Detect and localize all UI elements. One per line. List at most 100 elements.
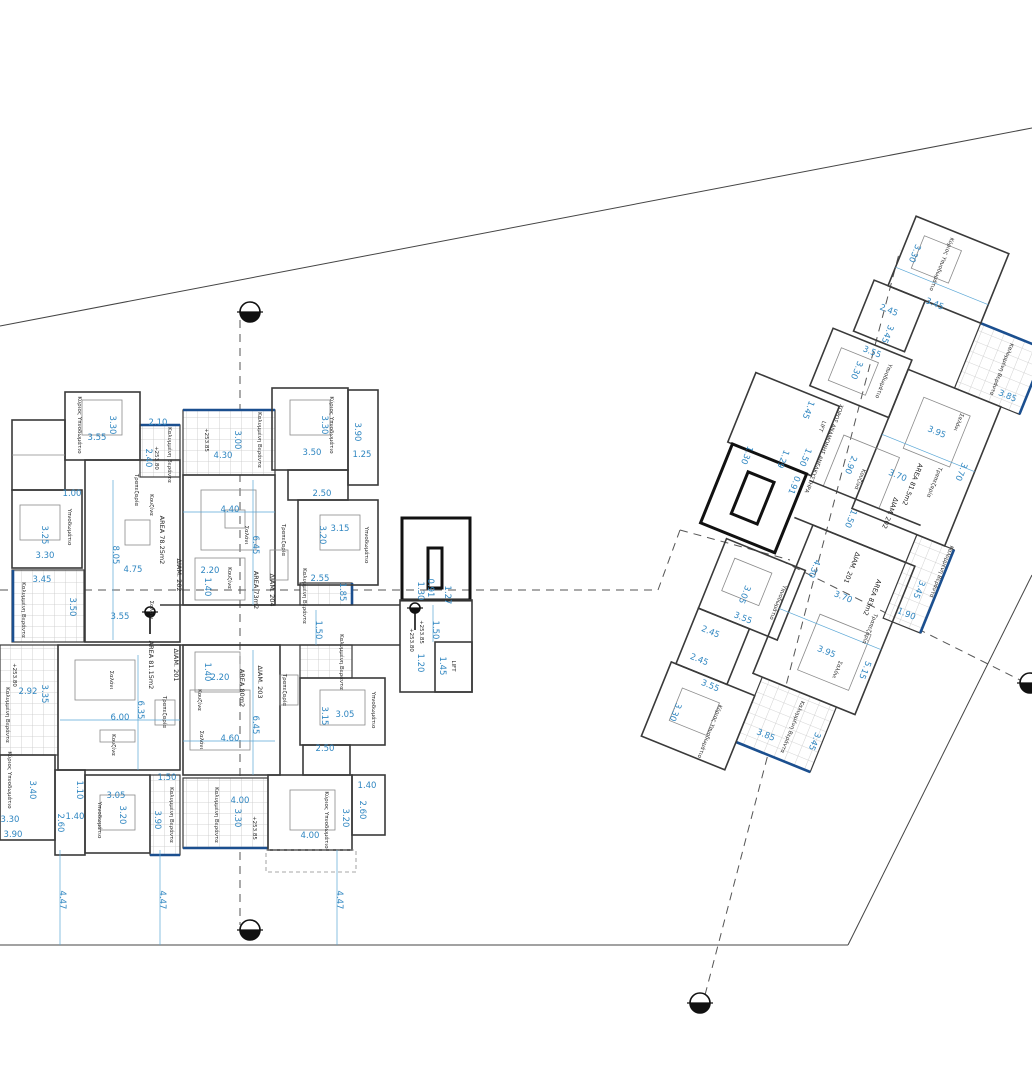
level-label: +253.80 xyxy=(11,663,17,687)
room-label-master-bedroom: Κύριος Υπνοδωμάτιο xyxy=(76,396,83,454)
apartment-name: ΔΙΑΜ. 202 xyxy=(880,496,900,530)
room-label-covered-veranda: Καλυμμένη Βεράντα xyxy=(213,787,220,843)
dimension-label: 3.00 xyxy=(232,431,242,450)
room-label-living: Σαλόνι xyxy=(198,731,205,750)
room-label-covered-veranda: Καλυμμένη Βεράντα xyxy=(4,687,11,743)
level-label: +253.85 xyxy=(203,428,209,452)
dimension-label: 2.20 xyxy=(201,566,220,576)
dimension-label: 4.40 xyxy=(221,505,240,515)
dimension-label: 4.75 xyxy=(124,565,143,575)
dimension-label: 1.20 xyxy=(415,654,425,673)
dimension-label: 1.00 xyxy=(63,489,82,499)
dimension-label: 3.30 xyxy=(667,701,683,722)
apartment-area: AREA 78.25m2 xyxy=(158,516,166,565)
room-label-living: Σαλόνι xyxy=(108,671,115,690)
right-building: 3.303.452.453.453.853.553.303.953.702.90… xyxy=(640,215,1032,774)
apartment-name: ΔΙΑΜ. 204 xyxy=(268,574,276,607)
room-label-covered-veranda: Καλυμμένη Βεράντα xyxy=(301,568,308,624)
level-marker-icon xyxy=(142,606,158,634)
apartment-area: AREA 81.15m2 xyxy=(147,641,155,690)
room-label-master-bedroom: Κύριος Υπνοδωμάτιο xyxy=(927,236,955,292)
room-label-living: Σαλόνι xyxy=(243,526,250,545)
level-marker-icon xyxy=(407,602,423,630)
dimension-label: 3.70 xyxy=(832,589,853,605)
room-label-bedroom: Υπνοδωμάτιο xyxy=(370,691,377,729)
veranda xyxy=(149,774,181,856)
room-label-master-bedroom: Κύριος Υπνοδωμάτιο xyxy=(328,396,335,454)
level-label: +253.85 xyxy=(251,816,257,840)
dimension-label: 1.40 xyxy=(202,663,212,682)
dimension-label: 4.00 xyxy=(231,796,250,806)
dimension-label: 1.10 xyxy=(74,781,84,800)
dimension-label: 1.40 xyxy=(202,578,212,597)
room-label-kitchen: Κουζίνα xyxy=(226,567,233,589)
room-label-covered-veranda: Καλυμμένη Βεράντα xyxy=(168,787,175,843)
lift-label: LIFT xyxy=(450,660,456,672)
level-label: +253.80 xyxy=(408,628,414,652)
dimension-label: 2.10 xyxy=(149,418,168,428)
dimension-label: 2.55 xyxy=(311,574,330,584)
dimension-label: 3.95 xyxy=(816,644,837,660)
apartment-area: AREA 73m2 xyxy=(252,571,260,609)
room-label-master-bedroom: Κύριος Υπνοδωμάτιο xyxy=(323,791,330,849)
dimension-label: 1.85 xyxy=(337,583,347,602)
axis-marker-icon xyxy=(237,301,263,323)
room-label-kitchen: Κουζίνα xyxy=(110,734,117,756)
dimension-label: 2.45 xyxy=(700,624,721,640)
dimension-label: 2.45 xyxy=(878,303,899,319)
room-label-covered-veranda: Καλυμμένη Βεράντα xyxy=(256,412,263,468)
dimension-label: 4.60 xyxy=(221,734,240,744)
dimension-label: 2.60 xyxy=(55,814,65,833)
dimension-label: 1.45 xyxy=(800,399,816,420)
dimension-label: 2.45 xyxy=(688,652,709,668)
apartment-area: AREA 81.5m2 xyxy=(900,462,924,506)
dimension-label: 3.05 xyxy=(336,710,355,720)
dimension-label: 3.45 xyxy=(879,323,895,344)
dimension-label: 3.30 xyxy=(107,416,117,435)
room-label-bedroom: Υπνοδωμάτιο xyxy=(363,526,370,564)
room-label-master-bedroom: Κύριος Υπνοδωμάτιο xyxy=(695,703,723,759)
dimension-label: 3.30 xyxy=(906,242,922,263)
room-label-living: Σαλόνι xyxy=(952,412,966,432)
room-label-living: Σαλόνι xyxy=(148,601,155,620)
dimension-label: 3.30 xyxy=(1,815,20,825)
dimension-label: 3.50 xyxy=(303,448,322,458)
lift-label: LIFT xyxy=(817,420,827,433)
dimension-label: 3.15 xyxy=(331,524,350,534)
dimension-label: 6.45 xyxy=(250,716,260,735)
veranda xyxy=(182,777,269,849)
dimension-label: 4.30 xyxy=(806,558,822,579)
dimension-label: 4.47 xyxy=(334,891,344,910)
dimension-label: 1.27 xyxy=(442,586,452,605)
room-label-covered-veranda: Καλυμμένη Βεράντα xyxy=(166,427,173,483)
room-label-kitchen: Κουζίνα xyxy=(148,494,155,516)
axis-marker-icon xyxy=(237,919,263,941)
room-label-bedroom: Υπνοδωμάτιο xyxy=(96,801,103,839)
dimension-label: 4.47 xyxy=(57,891,67,910)
room-label-dining: Τραπεζαρία xyxy=(161,695,168,729)
dimension-label: 0.91 xyxy=(425,579,435,598)
dimension-label: 3.25 xyxy=(39,526,49,545)
dimension-label: 2.50 xyxy=(316,744,335,754)
dimension-label: 3.20 xyxy=(117,806,127,825)
site-boundary xyxy=(0,127,1032,946)
room-label-kitchen: Κουζίνα xyxy=(196,689,203,711)
dimension-label: 1.50 xyxy=(842,508,858,529)
room-label-living: Σαλόνι xyxy=(830,660,844,680)
dimension-label: 3.55 xyxy=(111,612,130,622)
dimension-label: 1.50 xyxy=(313,621,323,640)
dimension-label: 1.40 xyxy=(358,781,377,791)
room-label-dining: Τραπεζαρία xyxy=(925,465,944,499)
dimension-label: 2.50 xyxy=(313,489,332,499)
apartment-name: ΔΙΑΜ. 201 xyxy=(842,551,862,585)
dimension-label: 3.50 xyxy=(67,598,77,617)
axis-marker-icon xyxy=(1017,672,1032,694)
room-label-bedroom: Υπνοδωμάτιο xyxy=(66,508,73,546)
dimension-label: 3.90 xyxy=(4,830,23,840)
dimension-label: 3.20 xyxy=(317,526,327,545)
dimension-label: 3.35 xyxy=(39,685,49,704)
apartment-name: ΔΙΑΜ. 202 xyxy=(175,559,183,592)
dimension-label: 6.35 xyxy=(135,701,145,720)
room-label-dining: Τραπεζαρία xyxy=(860,612,879,646)
dimension-label: 3.95 xyxy=(926,424,947,440)
